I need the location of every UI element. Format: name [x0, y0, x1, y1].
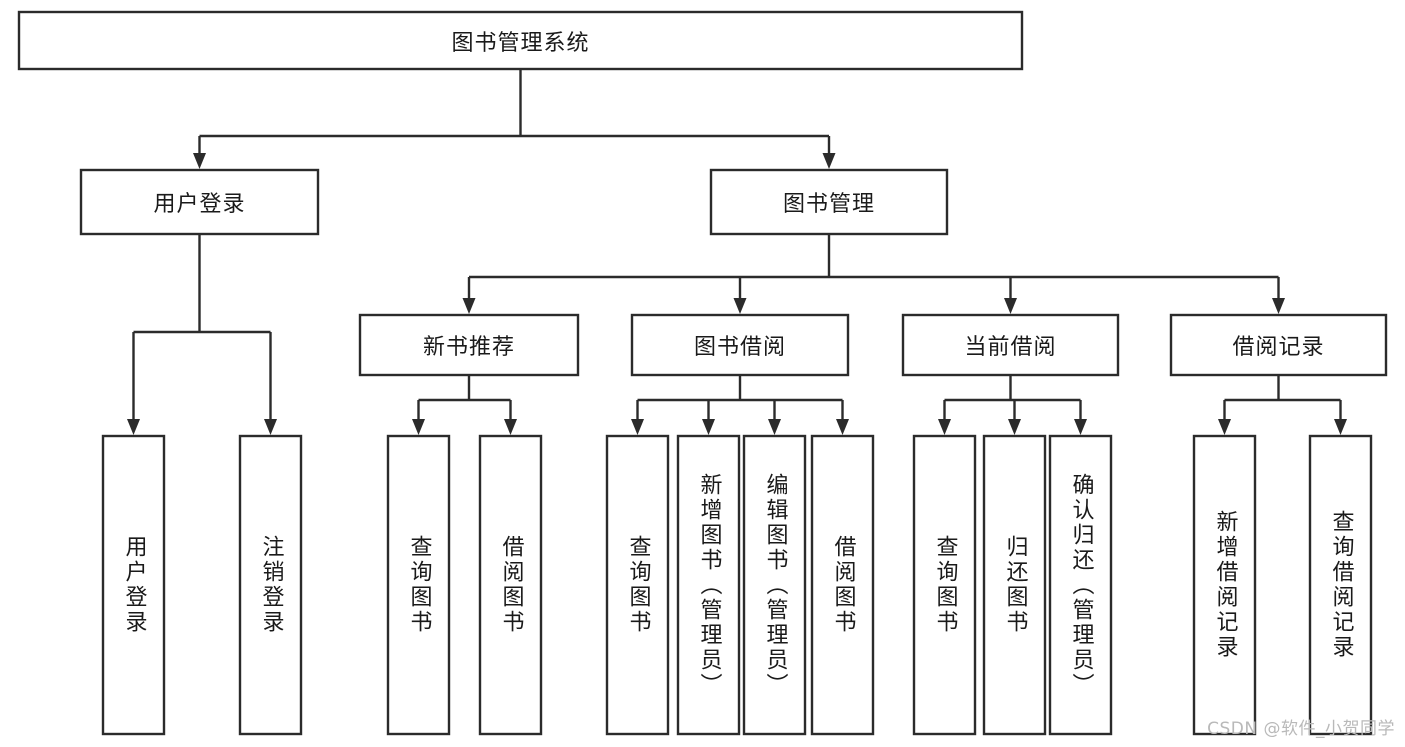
edge-group-current — [938, 375, 1087, 435]
arrow-head-icon — [1272, 298, 1285, 314]
arrow-head-icon — [1218, 419, 1231, 435]
node-box-borrow-3[interactable] — [742, 434, 807, 736]
watermark-text: CSDN @软件_小贺同学 — [1207, 719, 1395, 739]
arrow-head-icon — [1334, 419, 1347, 435]
node-box-current-2[interactable] — [982, 434, 1047, 736]
node-box-borrow-4[interactable] — [810, 434, 875, 736]
arrow-head-icon — [504, 419, 517, 435]
node-box-current-1[interactable] — [912, 434, 977, 736]
node-box-records-2[interactable] — [1308, 434, 1373, 736]
node-box-records-1[interactable] — [1192, 434, 1257, 736]
arrow-head-icon — [462, 298, 476, 314]
arrow-head-icon — [1074, 419, 1087, 435]
node-box-login-2[interactable] — [238, 434, 303, 736]
arrow-head-icon — [264, 419, 277, 435]
arrow-head-icon — [768, 419, 781, 435]
arrow-head-icon — [702, 419, 715, 435]
node-box-borrow-1[interactable] — [605, 434, 670, 736]
node-box-newbook[interactable] — [358, 313, 580, 377]
node-box-login[interactable] — [79, 168, 320, 236]
node-box-current[interactable] — [901, 313, 1120, 377]
arrow-head-icon — [127, 419, 140, 435]
node-box-records[interactable] — [1169, 313, 1388, 377]
arrow-head-icon — [631, 419, 644, 435]
edge-group-borrow — [631, 375, 849, 435]
arrow-head-icon — [938, 419, 951, 435]
edge-group-login — [127, 234, 277, 435]
arrow-head-icon — [193, 153, 206, 169]
edge-group-newbook — [412, 375, 517, 435]
edge-group-root — [193, 69, 836, 169]
arrow-head-icon — [1008, 419, 1021, 435]
edge-group-records — [1218, 375, 1347, 435]
node-box-root[interactable] — [17, 10, 1024, 71]
node-box-current-3[interactable] — [1048, 434, 1113, 736]
node-box-login-1[interactable] — [101, 434, 166, 736]
arrow-head-icon — [822, 153, 836, 169]
node-box-bookmgmt[interactable] — [709, 168, 949, 236]
arrow-head-icon — [1004, 298, 1017, 314]
edge-group-bookmgmt — [462, 234, 1285, 314]
arrow-head-icon — [733, 298, 747, 314]
node-box-newbook-2[interactable] — [478, 434, 543, 736]
arrow-head-icon — [412, 419, 425, 435]
arrow-head-icon — [836, 419, 849, 435]
node-box-borrow-2[interactable] — [676, 434, 741, 736]
node-box-borrow[interactable] — [630, 313, 850, 377]
node-box-newbook-1[interactable] — [386, 434, 451, 736]
